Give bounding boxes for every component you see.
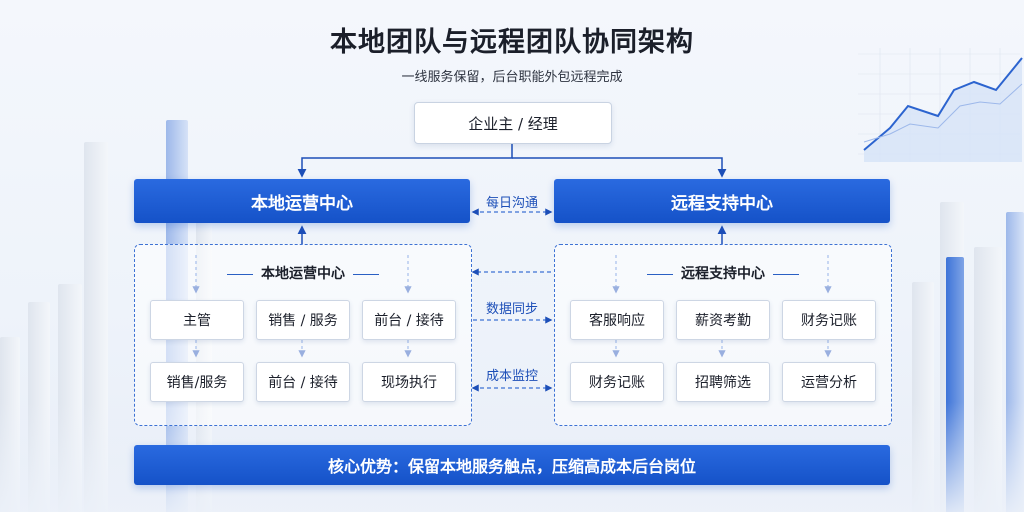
remote-node: 财务记账 — [570, 362, 664, 402]
page-title: 本地团队与远程团队协同架构 — [330, 27, 694, 58]
owner-node: 企业主 / 经理 — [414, 102, 612, 144]
local-node: 前台 / 接待 — [256, 362, 350, 402]
remote-panel-title: 远程支持中心 — [555, 263, 891, 283]
remote-node: 财务记账 — [782, 300, 876, 340]
link-label-sync: 数据同步 — [485, 302, 538, 317]
local-panel-title-text: 本地运营中心 — [261, 266, 345, 282]
link-label-daily: 每日沟通 — [485, 196, 538, 211]
local-node: 主管 — [150, 300, 244, 340]
local-node: 现场执行 — [362, 362, 456, 402]
remote-node: 客服响应 — [570, 300, 664, 340]
local-node: 销售/服务 — [150, 362, 244, 402]
core-advantage-banner: 核心优势：保留本地服务触点，压缩高成本后台岗位 — [134, 445, 890, 485]
remote-node: 薪资考勤 — [676, 300, 770, 340]
local-node: 销售 / 服务 — [256, 300, 350, 340]
local-ops-header: 本地运营中心 — [134, 179, 470, 223]
local-panel-title: 本地运营中心 — [135, 263, 471, 283]
local-node: 前台 / 接待 — [362, 300, 456, 340]
remote-node: 运营分析 — [782, 362, 876, 402]
page-subtitle: 一线服务保留，后台职能外包远程完成 — [401, 70, 623, 85]
remote-panel-title-text: 远程支持中心 — [681, 266, 765, 282]
decorative-line-chart — [858, 48, 1023, 162]
remote-node: 招聘筛选 — [676, 362, 770, 402]
link-label-cost: 成本监控 — [485, 369, 538, 384]
remote-support-header: 远程支持中心 — [554, 179, 890, 223]
